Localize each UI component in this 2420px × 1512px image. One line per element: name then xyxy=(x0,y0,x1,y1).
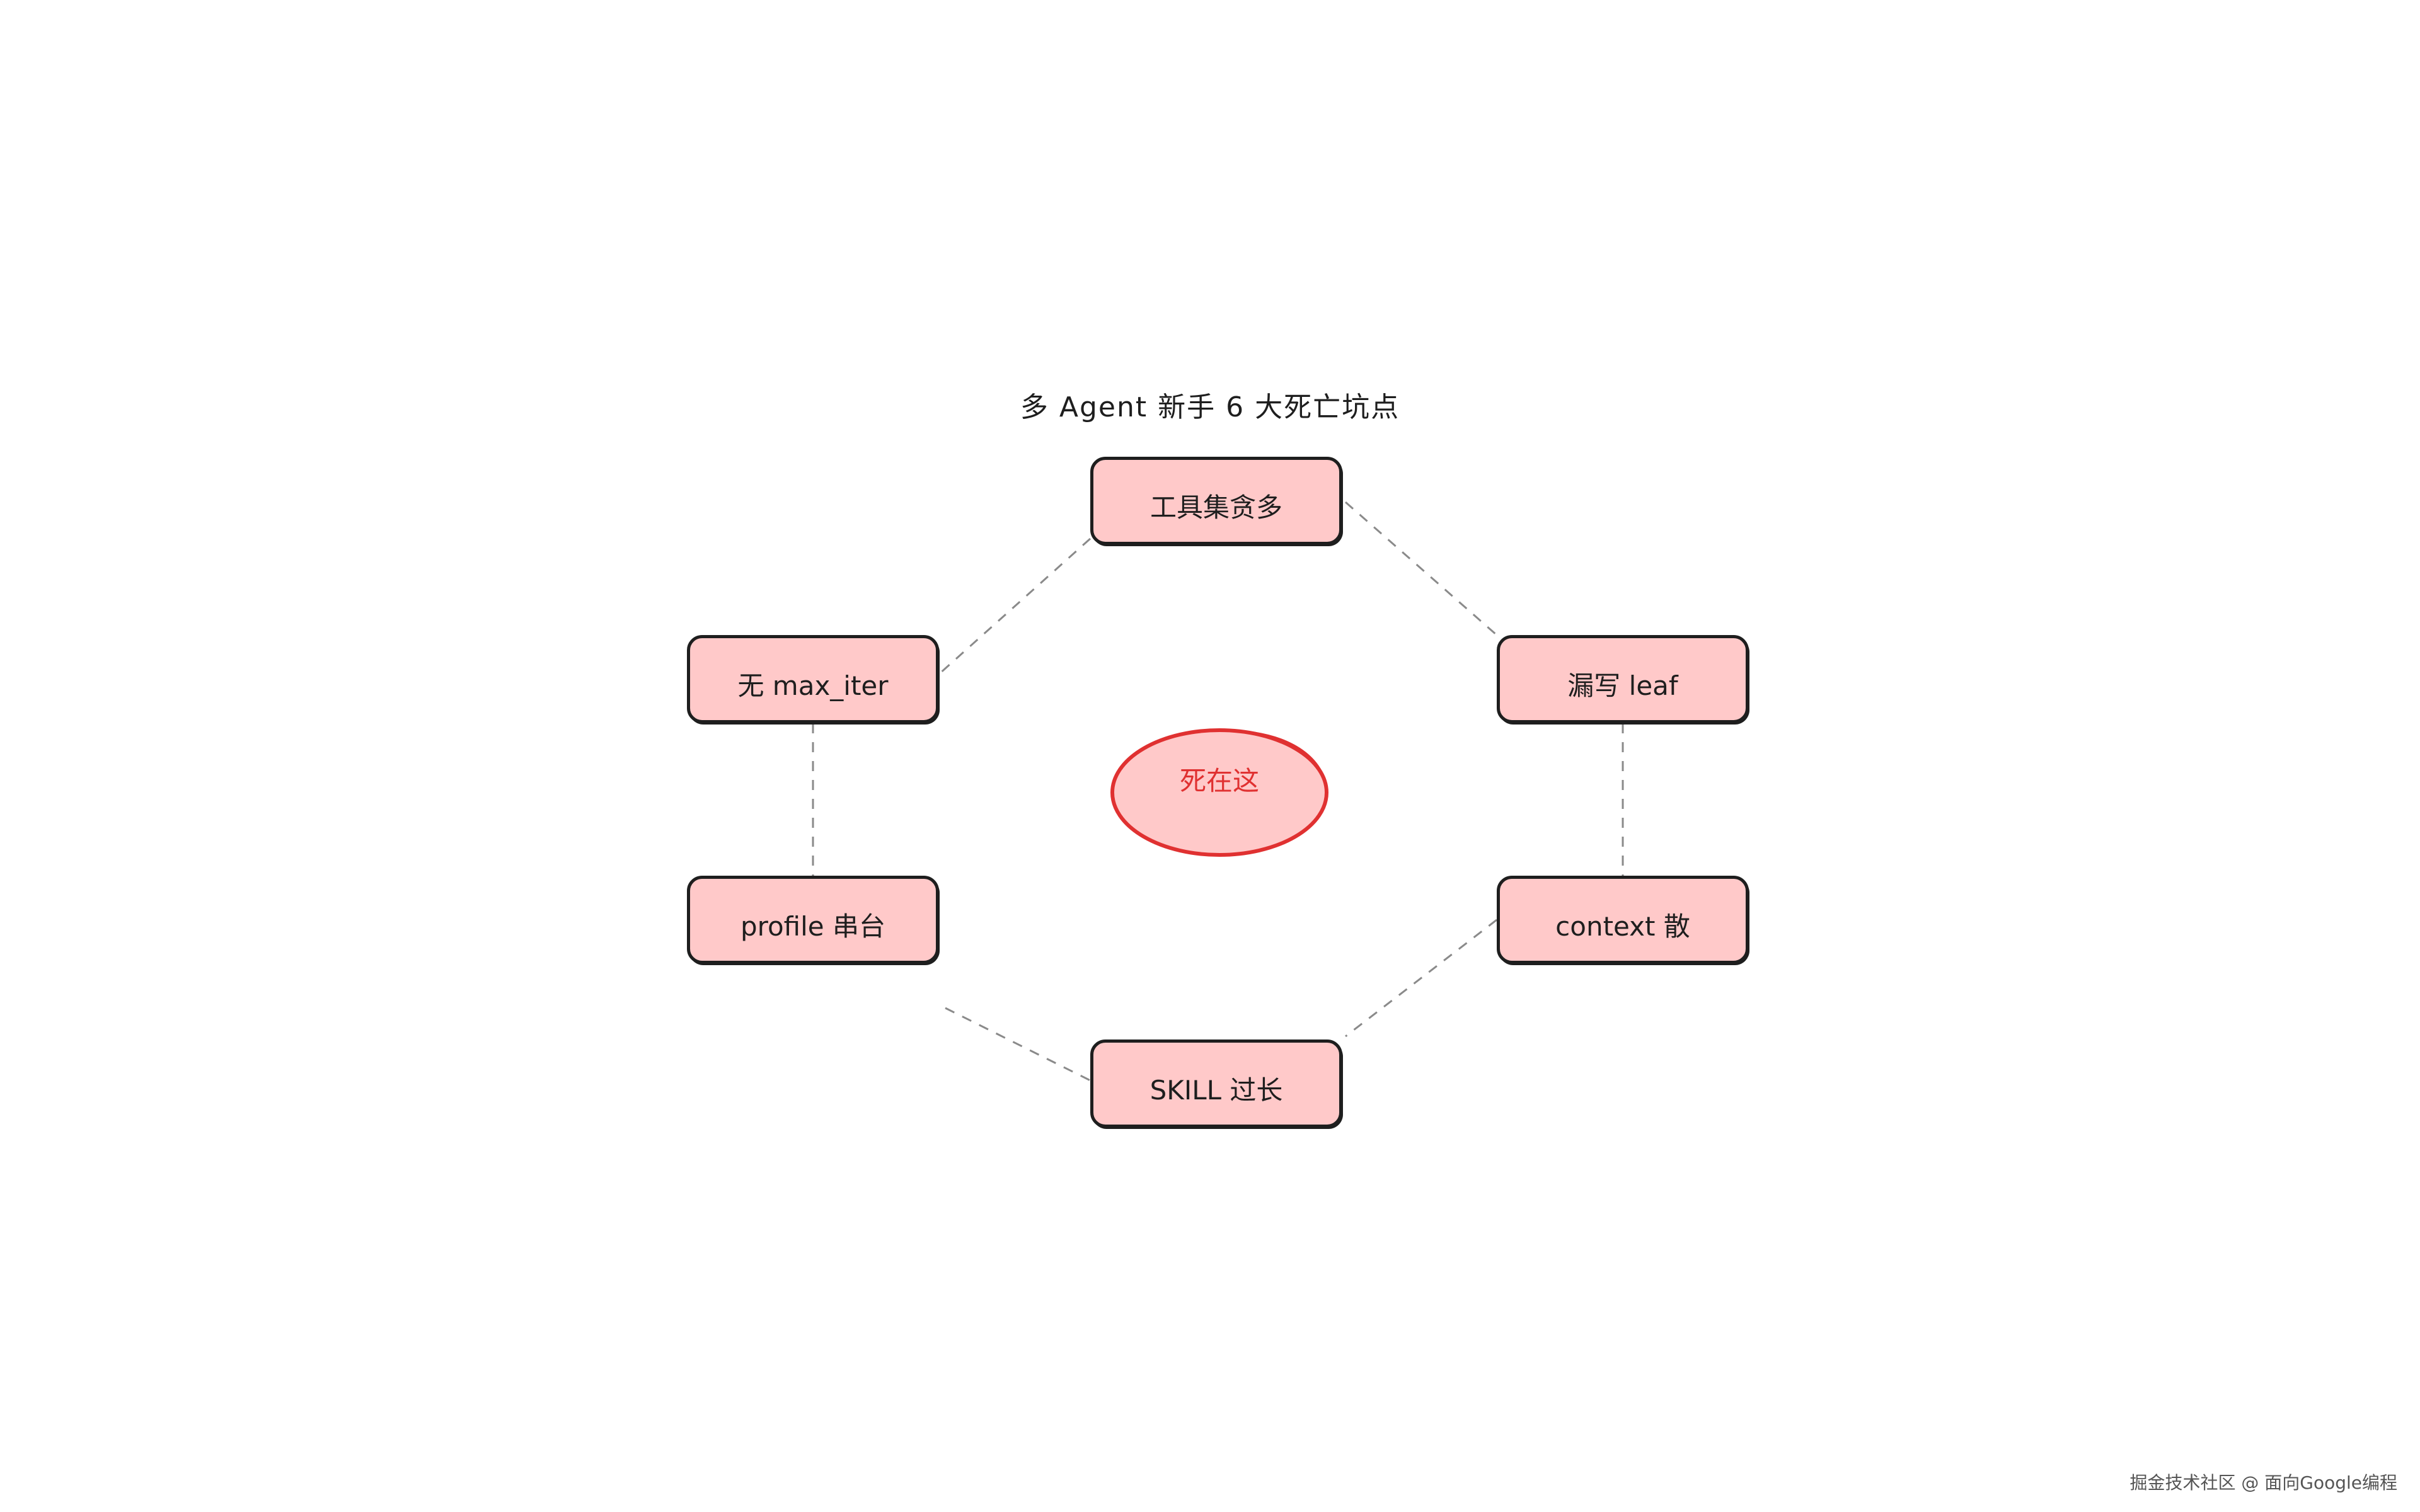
node-label: SKILL 过长 xyxy=(1150,1075,1283,1106)
node-context-scattered[interactable]: context 散 xyxy=(1497,876,1749,964)
node-label: 漏写 leaf xyxy=(1567,670,1678,701)
connector-lower-left-bottom xyxy=(945,1007,1091,1082)
node-tool-greed[interactable]: 工具集贪多 xyxy=(1090,457,1342,545)
node-missing-leaf[interactable]: 漏写 leaf xyxy=(1497,635,1749,723)
node-label: 工具集贪多 xyxy=(1150,492,1282,523)
watermark: 掘金技术社区 @ 面向Google编程 xyxy=(2129,1472,2397,1493)
connector-lower-right-bottom xyxy=(1345,919,1497,1038)
diagram-title: 多 Agent 新手 6 大死亡坑点 xyxy=(1020,391,1400,423)
connector-top-upper-left xyxy=(938,537,1092,675)
node-label: 无 max_iter xyxy=(737,670,889,701)
node-skill-too-long[interactable]: SKILL 过长 xyxy=(1090,1040,1342,1128)
center-ellipse-sketch-stroke xyxy=(1253,731,1327,796)
node-profile-crosstalk[interactable]: profile 串台 xyxy=(687,876,939,964)
node-no-max-iter[interactable]: 无 max_iter xyxy=(687,635,939,723)
center-label: 死在这 xyxy=(1179,765,1259,796)
connector-top-upper-right xyxy=(1345,501,1497,636)
node-label: profile 串台 xyxy=(740,911,886,942)
node-label: context 散 xyxy=(1555,911,1690,942)
